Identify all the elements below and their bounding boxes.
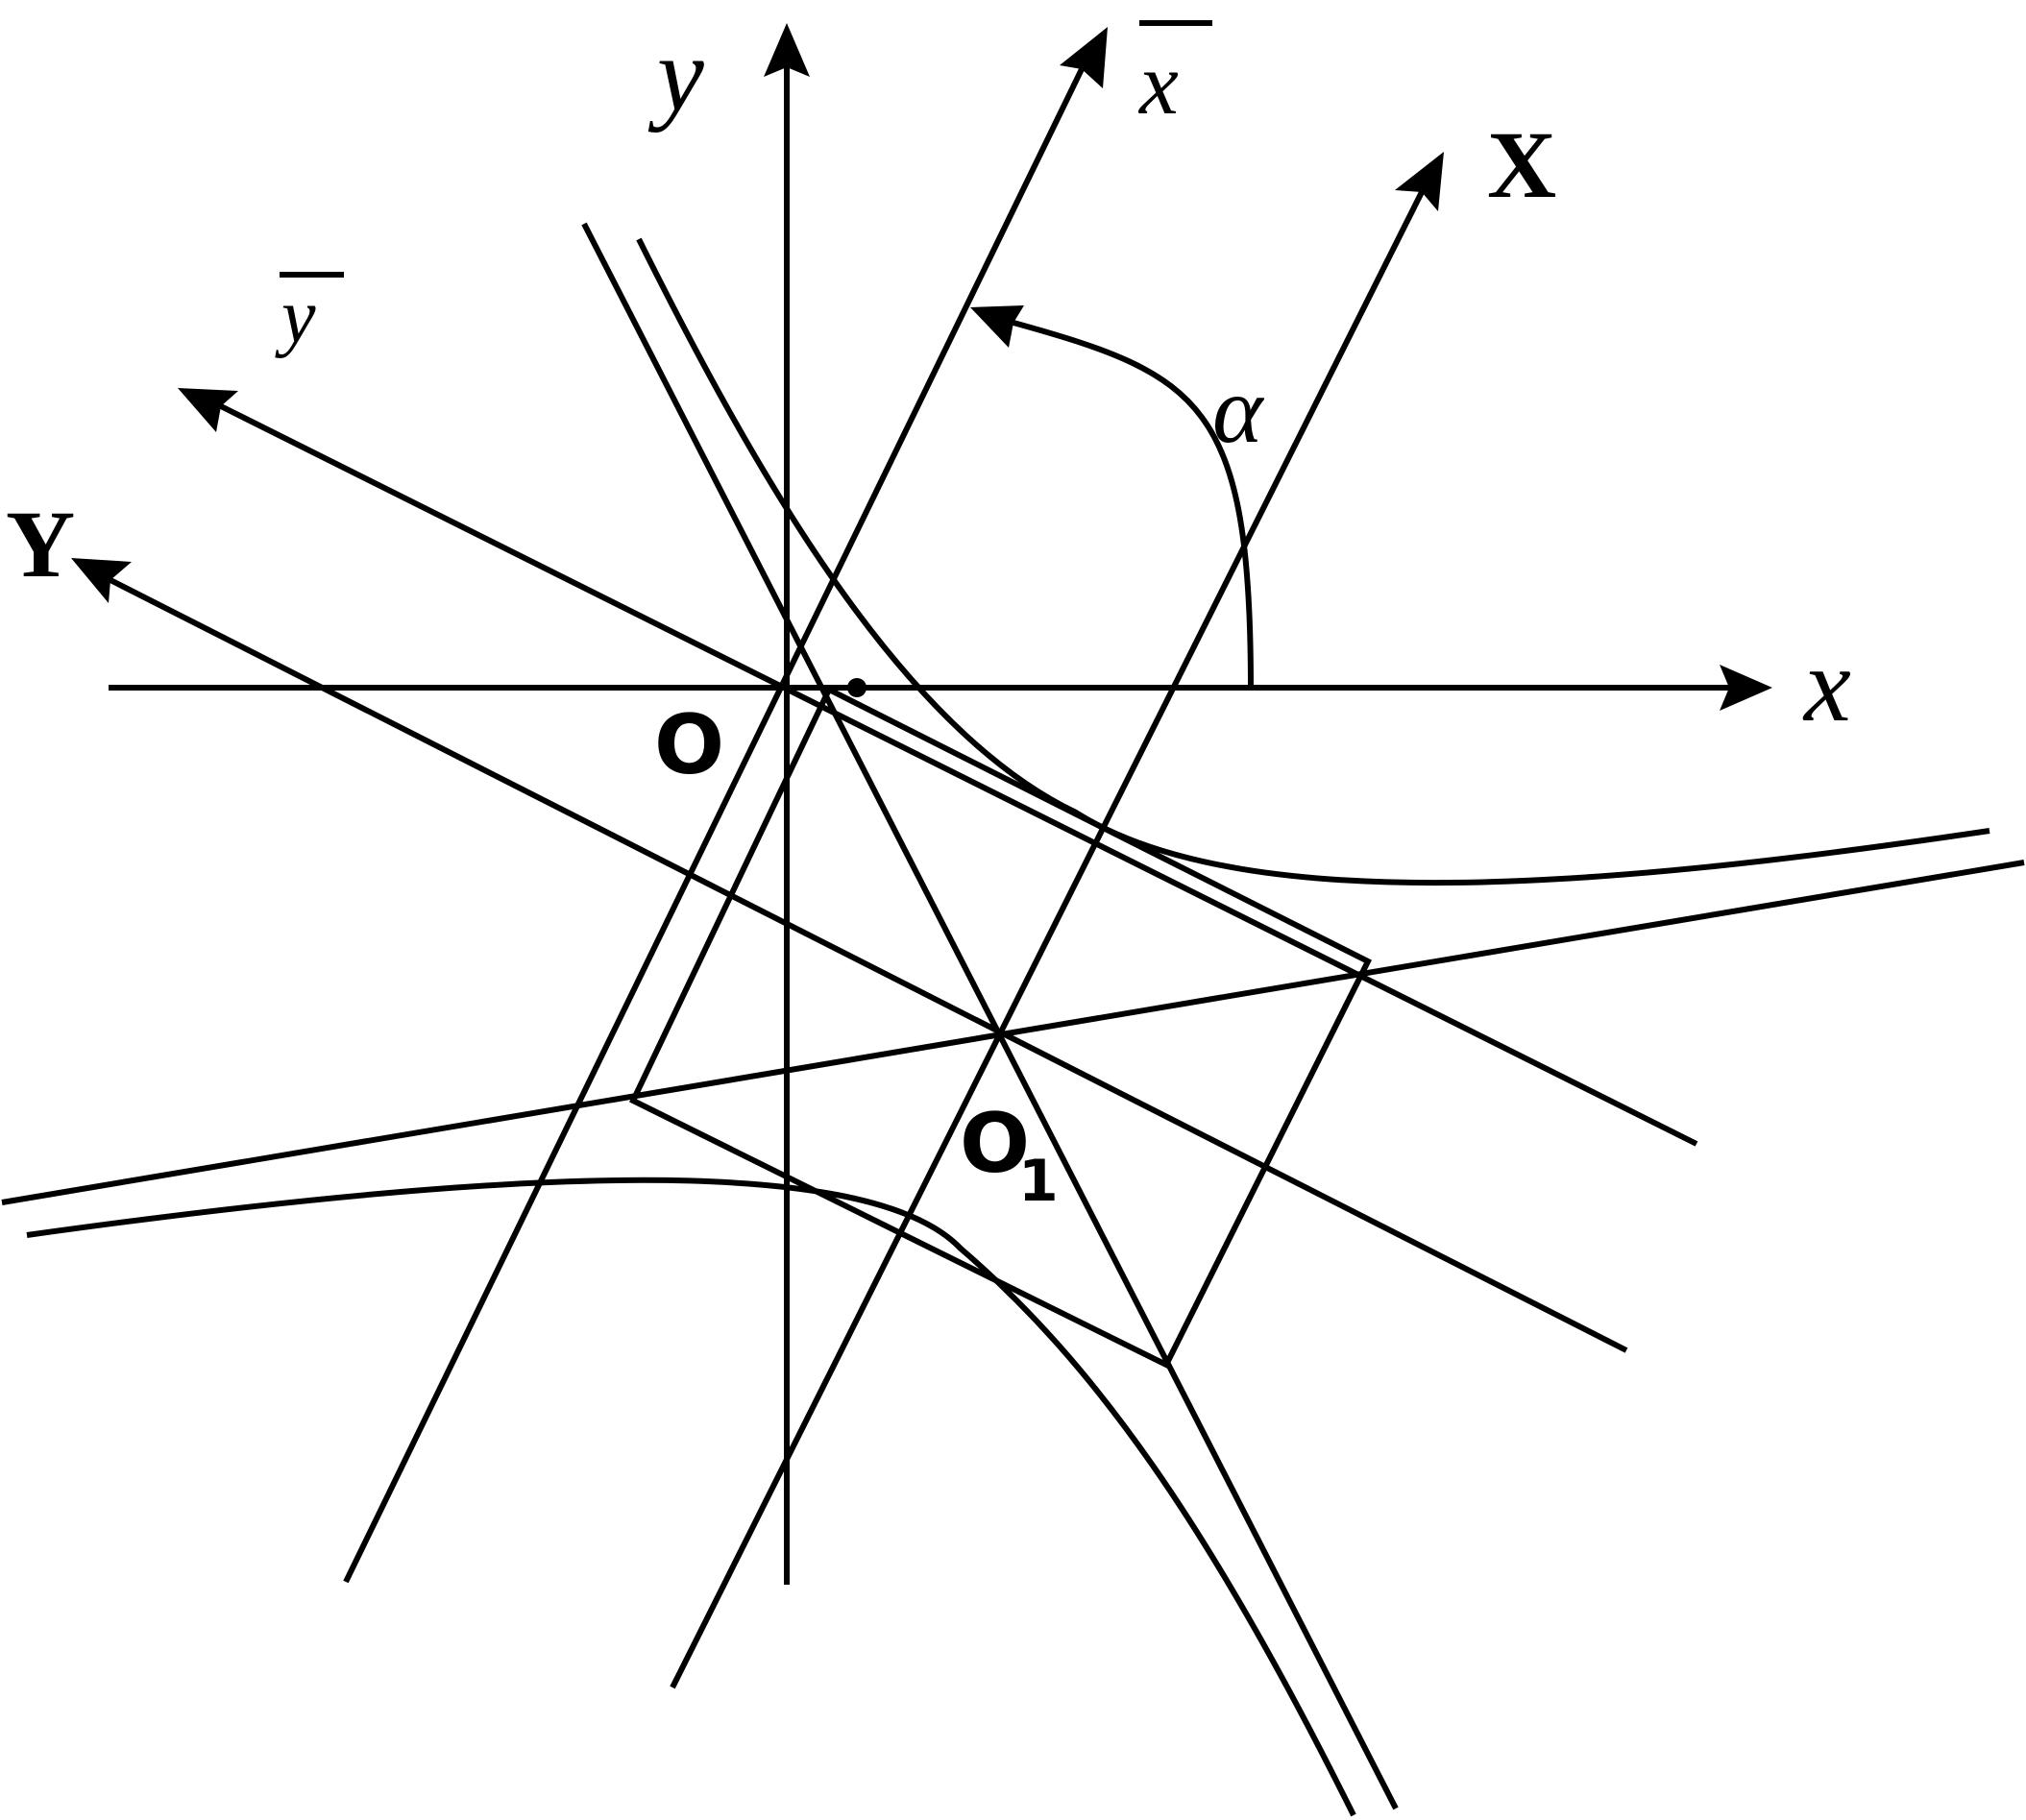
- angle-alpha-arc: [970, 305, 1254, 689]
- y-bar-axis-arrowhead: [178, 388, 238, 432]
- hyperbola-branch-upper: [636, 237, 1990, 886]
- angle-alpha-label: α: [1212, 356, 1265, 463]
- new-origin-subscript: 1: [1018, 1148, 1059, 1215]
- marked-point: [847, 678, 867, 697]
- Y-axis-label: Y: [6, 491, 75, 597]
- hyperbola-branch-lower: [26, 1177, 1356, 1817]
- fundamental-rectangle: [629, 685, 1373, 1370]
- x-bar-label-text: x: [1137, 35, 1179, 133]
- y-bar-label: y: [275, 272, 344, 359]
- x-axis-arrowhead: [1720, 665, 1772, 711]
- asymptote-line-1: [581, 222, 1399, 1810]
- x-bar-axis: [343, 27, 1108, 1584]
- asymptote-line-2: [1, 860, 2025, 1205]
- y-axis-label: y: [647, 15, 704, 133]
- y-bar-label-text: y: [275, 275, 316, 359]
- new-origin-label: O 1: [960, 1096, 1059, 1215]
- y-axis-arrowhead: [764, 23, 810, 77]
- X-axis-new-arrowhead: [1395, 152, 1444, 211]
- y-axis: [764, 23, 810, 1585]
- Y-axis-new: [71, 558, 1628, 1353]
- X-axis-new: [670, 152, 1444, 1689]
- x-bar-label: x: [1137, 20, 1212, 133]
- origin-label: O: [654, 697, 724, 793]
- X-axis-label: X: [1487, 111, 1556, 218]
- Y-axis-new-arrowhead: [71, 558, 132, 603]
- x-axis-label: x: [1802, 626, 1851, 743]
- x-bar-axis-arrowhead: [1060, 27, 1108, 88]
- angle-arrowhead: [970, 305, 1024, 348]
- y-bar-axis: [178, 388, 1698, 1147]
- new-origin-letter: O: [960, 1096, 1030, 1192]
